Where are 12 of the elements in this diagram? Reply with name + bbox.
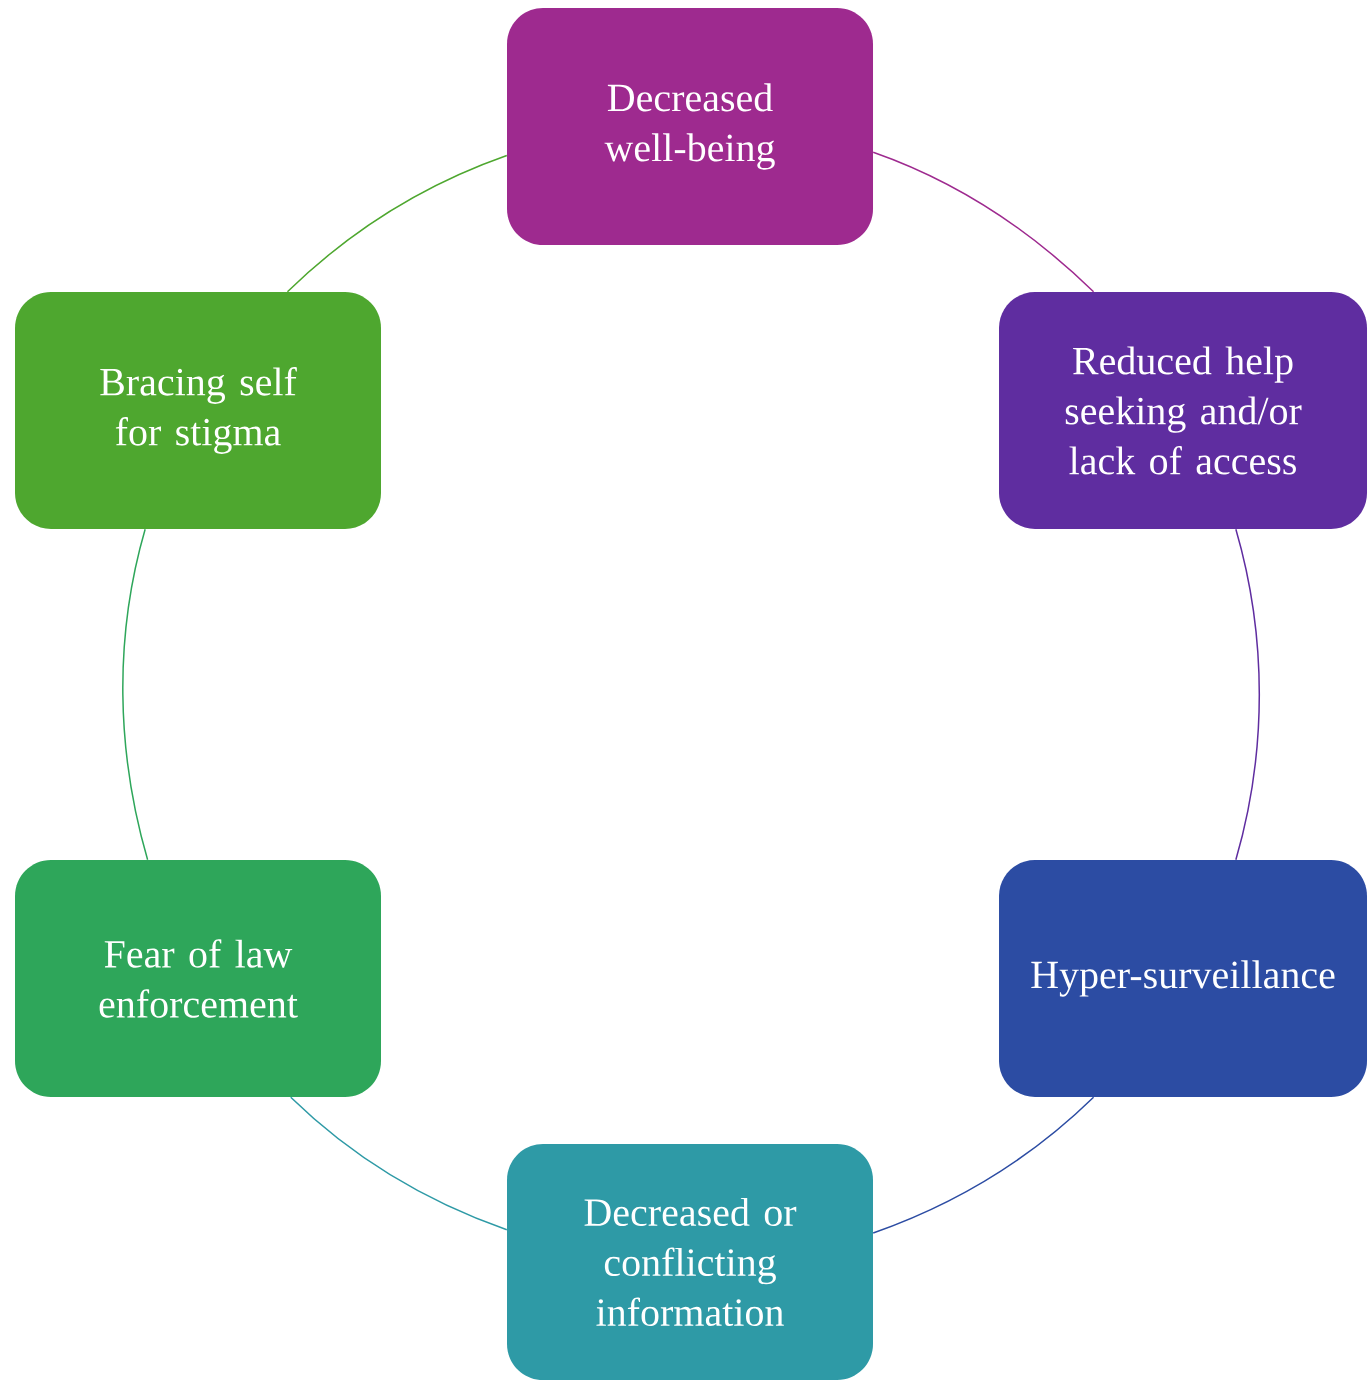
process-box: Decreased well-being — [507, 8, 873, 245]
process-box: Decreased or conflicting information — [507, 1144, 873, 1380]
connector-arc — [1235, 528, 1261, 861]
process-box: Reduced help seeking and/or lack of access — [999, 292, 1367, 529]
connector-arc — [122, 528, 149, 861]
connector-arc — [872, 1096, 1095, 1234]
connector-arc — [872, 151, 1095, 293]
process-box: Fear of law enforcement — [15, 860, 381, 1097]
connector-arc — [290, 1096, 508, 1231]
process-box: Bracing self for stigma — [15, 292, 381, 529]
connector-arc — [286, 154, 508, 293]
process-box: Hyper-surveillance — [999, 860, 1367, 1097]
